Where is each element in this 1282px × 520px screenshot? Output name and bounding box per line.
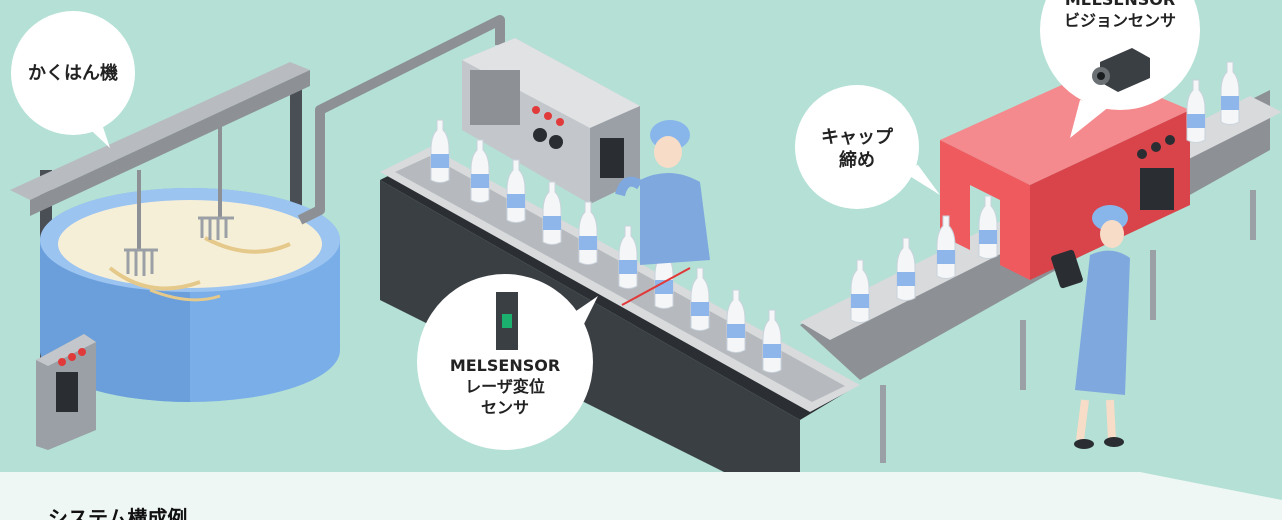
capping-label-line2: 締め [839, 150, 875, 172]
bottle [1220, 61, 1240, 125]
bottle [618, 225, 638, 289]
bottle [936, 215, 956, 279]
caption-area: システム構成例 [0, 472, 1282, 520]
callout-mixer-label: かくはん機 [18, 62, 128, 85]
vision-label-line1: MELSENSOR [1050, 0, 1190, 11]
laser-label-line1: MELSENSOR [449, 356, 561, 375]
bottle [762, 309, 782, 373]
capping-label-line1: キャップ [821, 127, 893, 148]
callout-mixer [11, 11, 135, 148]
bottle [578, 201, 598, 265]
callout-laser-label: MELSENSOR レーザ変位 センサ [440, 356, 570, 418]
laser-beam [621, 267, 691, 306]
callout-laser-sensor [417, 274, 598, 450]
vision-camera-icon [1092, 48, 1150, 92]
callout-capping [795, 85, 940, 209]
filling-machine [462, 38, 640, 204]
worker-right [1051, 205, 1130, 449]
bottle [430, 119, 450, 183]
bottle [542, 181, 562, 245]
bottle [726, 289, 746, 353]
mixing-tank [10, 62, 340, 450]
bottle [1186, 79, 1206, 143]
worker-center [615, 120, 710, 265]
vision-label-line2: ビジョンセンサ [1063, 10, 1176, 30]
bottle [470, 139, 490, 203]
bottle [896, 237, 916, 301]
bottle [850, 259, 870, 323]
callout-capping-label: キャップ 締め [807, 126, 907, 173]
callout-vision-label: MELSENSOR ビジョンセンサ [1050, 0, 1190, 32]
caption-band [0, 472, 1282, 520]
mixer-label: かくはん機 [28, 63, 118, 84]
laser-label-line3: センサ [480, 397, 529, 417]
callout-vision-sensor [1040, 0, 1200, 138]
caption-title: システム構成例 [48, 506, 188, 520]
laser-label-line2: レーザ変位 [465, 376, 545, 396]
bottle [690, 267, 710, 331]
bottle [978, 195, 998, 259]
bottles [430, 61, 1240, 373]
bottle [506, 159, 526, 223]
